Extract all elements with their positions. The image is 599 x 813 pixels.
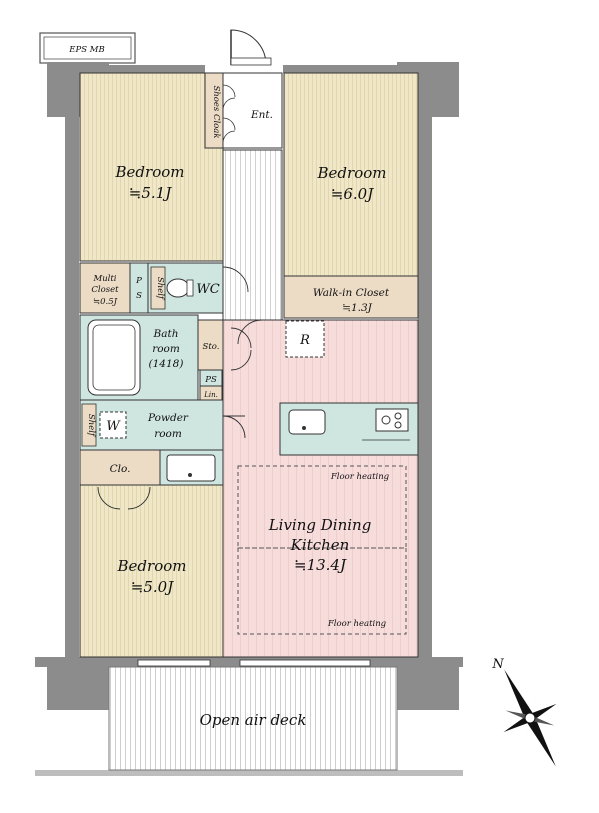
ps-label-bottom: S — [136, 291, 142, 301]
bedroom-top-left-size: ≒5.1J — [129, 184, 172, 202]
ldk-floor — [222, 319, 419, 658]
wc-shelf-label: Shelf — [155, 277, 165, 301]
ps-small-label: PS — [204, 375, 217, 385]
walk-in-closet-label: Walk-in Closet — [313, 287, 390, 299]
bedroom-top-left-floor — [79, 72, 224, 262]
compass-north-label: N — [491, 657, 504, 672]
powder-shelf-label: Shelf — [86, 414, 96, 438]
bathtub — [87, 319, 141, 396]
bathroom-label-2: room — [152, 343, 180, 355]
eps-mb-box: EPS MB — [39, 32, 136, 64]
washer-space — [99, 411, 127, 439]
wc-shelf — [150, 266, 166, 310]
floor-heating-bottom-label: Floor heating — [327, 619, 387, 629]
bedroom-top-right-floor — [283, 72, 419, 277]
floor-heating-top-label: Floor heating — [330, 472, 390, 482]
vanity-sink — [166, 454, 216, 482]
cooktop — [375, 408, 409, 432]
ps-shaft — [129, 262, 149, 314]
ldk-size: ≒13.4J — [294, 556, 347, 574]
closet-label: Clo. — [110, 463, 131, 475]
entrance-label: Ent. — [250, 109, 273, 121]
closet — [79, 449, 161, 486]
shoes-cloak-label: Shoes Cloak — [211, 85, 221, 138]
eps-mb-label: EPS MB — [68, 45, 104, 55]
multi-closet — [79, 262, 131, 314]
storage-label: Sto. — [203, 342, 220, 352]
washer-label: W — [106, 419, 121, 434]
floor-heating-zone-top — [237, 465, 407, 549]
powder-room-label-2: room — [154, 428, 182, 440]
bedroom-top-right-size: ≒6.0J — [331, 185, 374, 203]
floor-heating-zone-bottom — [237, 547, 407, 635]
linen-label: Lin. — [203, 391, 218, 399]
open-air-deck-label: Open air deck — [200, 711, 307, 729]
bedroom-top-right-label: Bedroom — [317, 164, 387, 182]
balcony-windows — [137, 659, 371, 667]
refrigerator-label: R — [299, 333, 310, 348]
ldk-label-1: Living Dining — [268, 516, 372, 534]
bathroom-label-1: Bath — [153, 328, 179, 340]
toilet-tank — [186, 279, 194, 297]
toilet-bowl — [166, 278, 190, 298]
entrance-floor — [222, 72, 283, 149]
multi-closet-label-2: Closet — [91, 285, 119, 295]
entrance-door — [230, 29, 272, 66]
multi-closet-label-1: Multi — [92, 274, 116, 284]
bedroom-bottom-left-floor — [79, 484, 224, 658]
bathroom-size: (1418) — [149, 358, 184, 370]
bedroom-top-left-label: Bedroom — [115, 163, 185, 181]
shoes-cloak-doors — [222, 84, 236, 144]
bedroom-bottom-left-size: ≒5.0J — [131, 578, 174, 596]
corridor-floor — [222, 149, 283, 321]
ldk-label-2: Kitchen — [290, 536, 350, 554]
interior-doors — [97, 266, 263, 510]
ps-label-top: P — [135, 276, 142, 286]
kitchen-sink — [288, 409, 326, 435]
compass-rose — [503, 669, 557, 767]
bedroom-bottom-left-label: Bedroom — [117, 557, 187, 575]
multi-closet-size: ≒0.5J — [93, 297, 118, 307]
walk-in-closet-size: ≒1.3J — [342, 302, 372, 314]
walk-in-closet — [283, 275, 419, 319]
powder-room-label-1: Powder — [147, 412, 189, 424]
refrigerator-space — [285, 320, 325, 358]
open-air-deck — [108, 666, 398, 771]
powder-shelf — [81, 403, 97, 447]
wc-label: WC — [196, 282, 219, 297]
